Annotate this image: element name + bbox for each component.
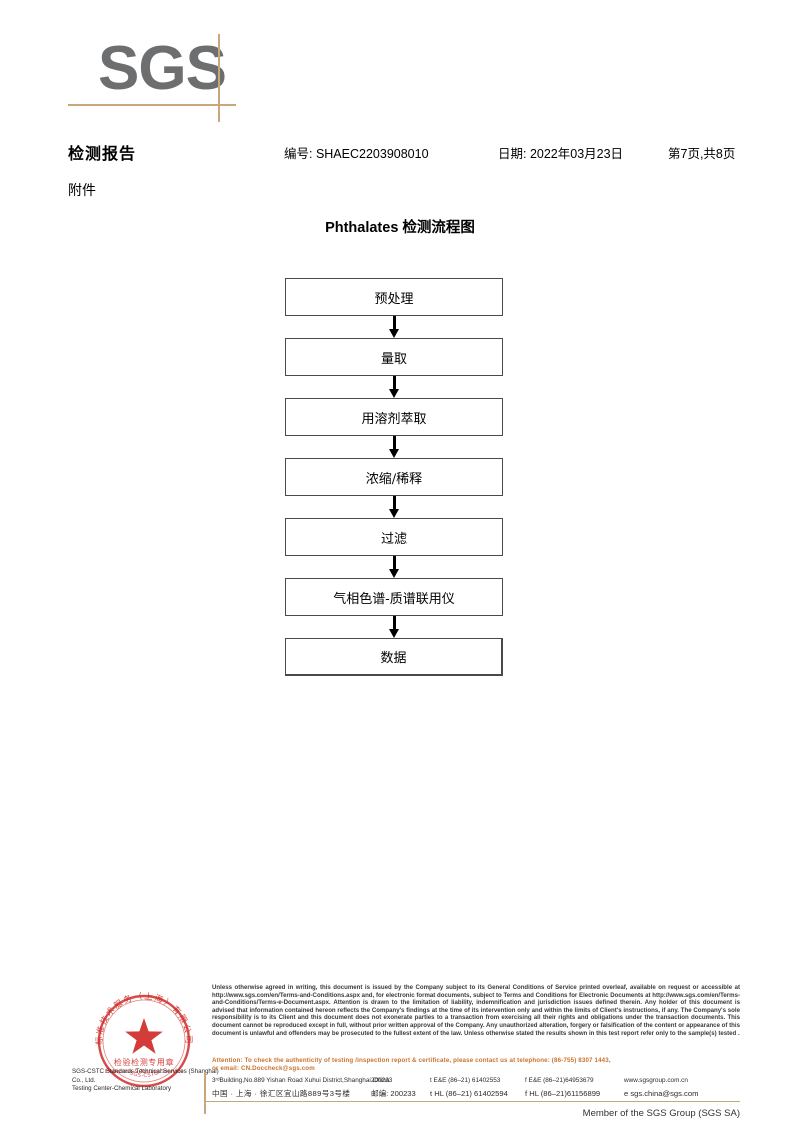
address-row-cn: 中国 · 上海 · 徐汇区宜山路889号3号楼 邮编: 200233 t HL … <box>212 1087 740 1100</box>
fax-hl: f HL (86–21)61156899 <box>525 1089 601 1098</box>
flow-node-weighing: 量取 <box>285 338 503 376</box>
inspection-seal-stamp: 标准技术服务（上海）有限公司 SGS-CSTC 检验检测专用章 Inspecti… <box>88 985 200 1097</box>
flow-arrow-3 <box>285 436 503 458</box>
tel-ee: t E&E (86–21) 61402553 <box>430 1077 501 1084</box>
sgs-logo: SGS <box>68 34 248 122</box>
flow-node-data: 数据 <box>285 638 503 676</box>
flow-arrow-4 <box>285 496 503 518</box>
logo-vertical-rule <box>218 34 220 122</box>
flow-node-label: 气相色谱-质谱联用仪 <box>333 591 455 607</box>
company-lab-name: Testing Center-Chemical Laboratory <box>72 1085 172 1093</box>
flow-node-filtration: 过滤 <box>285 518 503 556</box>
company-name-en: SGS-CSTC Standards Technical Services (S… <box>72 1068 219 1084</box>
postcode-en: 200233 <box>371 1077 393 1084</box>
footer-attention-notice: Attention: To check the authenticity of … <box>212 1057 740 1073</box>
attention-line-1: Attention: To check the authenticity of … <box>212 1057 611 1064</box>
flow-node-concentration-dilution: 浓缩/稀释 <box>285 458 503 496</box>
flow-arrow-6 <box>285 616 503 638</box>
address-en: 3ʳᵈBuilding,No.889 Yishan Road Xuhui Dis… <box>212 1077 390 1084</box>
footer-company-name: SGS-CSTC Standards Technical Services (S… <box>72 1068 222 1094</box>
svg-text:检验检测专用章: 检验检测专用章 <box>114 1057 174 1067</box>
flow-node-label: 用溶剂萃取 <box>361 411 427 427</box>
flow-arrow-1 <box>285 316 503 338</box>
flowchart-title: Phthalates 检测流程图 <box>325 220 475 236</box>
flow-node-solvent-extraction: 用溶剂萃取 <box>285 398 503 436</box>
flowchart: 预处理 量取 用溶剂萃取 浓缩/稀释 过滤 气相色谱-质谱联用仪 数据 <box>285 278 503 676</box>
page-number: 第7页,共8页 <box>668 147 736 161</box>
footer-terms-text: Unless otherwise agreed in writing, this… <box>212 984 740 1037</box>
footer-horizontal-rule <box>204 1101 740 1103</box>
svg-text:SGS-CSTC: SGS-CSTC <box>129 1070 160 1079</box>
fax-ee: f E&E (86–21)64953679 <box>525 1077 594 1084</box>
footer-vertical-rule <box>204 1072 206 1114</box>
address-cn: 中国 · 上海 · 徐汇区宜山路889号3号楼 <box>212 1089 351 1098</box>
flow-node-pretreatment: 预处理 <box>285 278 503 316</box>
flow-node-gcms: 气相色谱-质谱联用仪 <box>285 578 503 616</box>
report-date: 日期: 2022年03月23日 <box>498 147 624 161</box>
email-link[interactable]: e sgs.china@sgs.com <box>624 1089 699 1098</box>
flow-arrow-5 <box>285 556 503 578</box>
flow-arrow-2 <box>285 376 503 398</box>
sgs-logo-text: SGS <box>98 34 227 103</box>
flow-node-label: 预处理 <box>374 291 414 307</box>
page-title: 检测报告 <box>68 146 137 163</box>
report-number: 编号: SHAEC2203908010 <box>284 147 429 161</box>
terms-paragraph: Unless otherwise agreed in writing, this… <box>212 984 740 1037</box>
logo-horizontal-rule <box>68 104 236 106</box>
flow-node-label: 浓缩/稀释 <box>365 471 423 487</box>
website-link[interactable]: www.sgsgroup.com.cn <box>624 1077 688 1084</box>
footer-address-block: 3ʳᵈBuilding,No.889 Yishan Road Xuhui Dis… <box>212 1074 740 1100</box>
postcode-cn: 邮编: 200233 <box>371 1089 416 1098</box>
svg-text:Inspection & Testing Services: Inspection & Testing Services <box>105 1069 184 1075</box>
flow-node-label: 过滤 <box>380 531 407 547</box>
flow-node-label: 数据 <box>380 651 407 666</box>
seal-icon: 标准技术服务（上海）有限公司 SGS-CSTC 检验检测专用章 Inspecti… <box>94 991 192 1088</box>
attention-line-2: or email: CN.Doccheck@sgs.com <box>212 1065 315 1072</box>
attachment-label: 附件 <box>68 182 96 198</box>
address-row-en: 3ʳᵈBuilding,No.889 Yishan Road Xuhui Dis… <box>212 1074 740 1087</box>
flow-node-label: 量取 <box>380 351 407 367</box>
footer-member-line: Member of the SGS Group (SGS SA) <box>582 1108 740 1119</box>
tel-hl: t HL (86–21) 61402594 <box>430 1089 508 1098</box>
report-header: 检测报告 编号: SHAEC2203908010 日期: 2022年03月23日… <box>68 140 748 164</box>
